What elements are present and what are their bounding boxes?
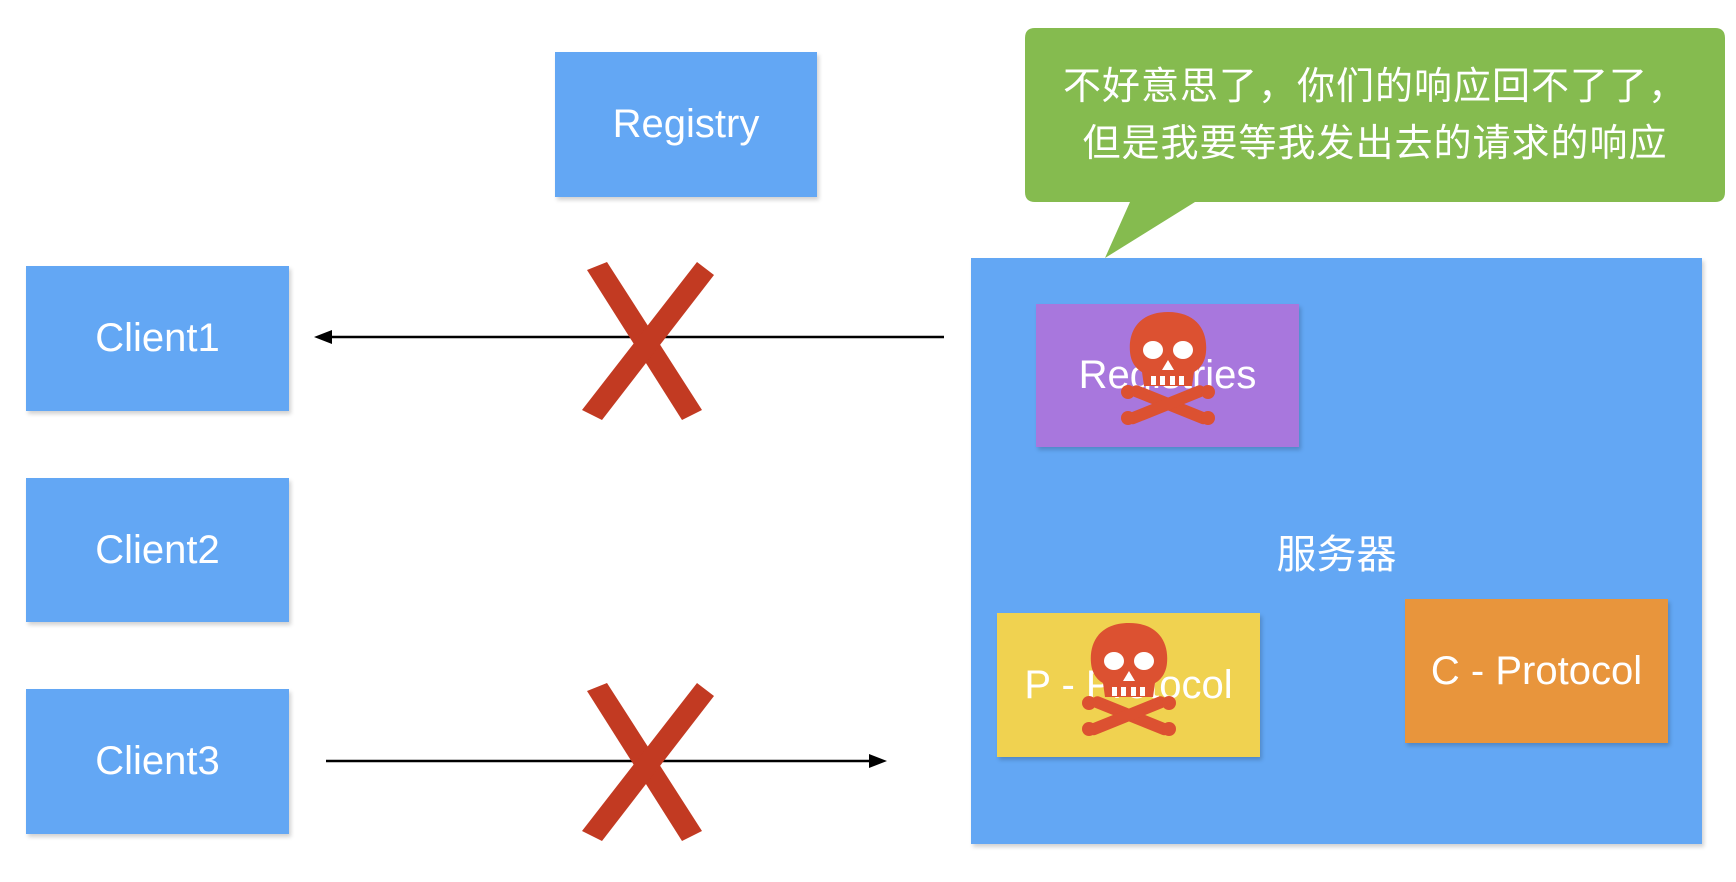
server-label: 服务器 — [1276, 532, 1397, 578]
cross-mark-icon — [582, 683, 714, 841]
client-label-2: Client2 — [95, 527, 220, 572]
callout-line-2: 但是我要等我发出去的请求的响应 — [1082, 121, 1668, 165]
registries-box: Registries — [1036, 304, 1299, 447]
c-protocol-label: C - Protocol — [1430, 648, 1643, 693]
c-protocol-box: C - Protocol — [1405, 599, 1668, 743]
registry-label: Registry — [612, 102, 760, 146]
skull-crossbones-icon — [1082, 623, 1176, 736]
speech-bubble — [1025, 28, 1725, 258]
cross-mark-icon — [582, 262, 714, 420]
client-box-1: Client1 — [26, 266, 289, 411]
server-box: 服务器 Registries P - Protocol — [971, 258, 1702, 844]
arrowhead-left — [314, 330, 332, 344]
p-protocol-box: P - Protocol — [997, 613, 1260, 757]
client-label-1: Client1 — [95, 316, 220, 360]
registry-box: Registry — [555, 52, 817, 197]
client-box-3: Client3 — [26, 689, 289, 834]
arrowhead-right — [869, 754, 887, 768]
client-label-3: Client3 — [95, 739, 220, 783]
callout-line-1: 不好意思了，你们的响应回不了了， — [1062, 64, 1687, 108]
callout-text: 不好意思了，你们的响应回不了了， 但是我要等我发出去的请求的响应 — [1025, 58, 1725, 172]
skull-crossbones-icon — [1121, 312, 1215, 425]
client-box-2: Client2 — [26, 478, 289, 622]
